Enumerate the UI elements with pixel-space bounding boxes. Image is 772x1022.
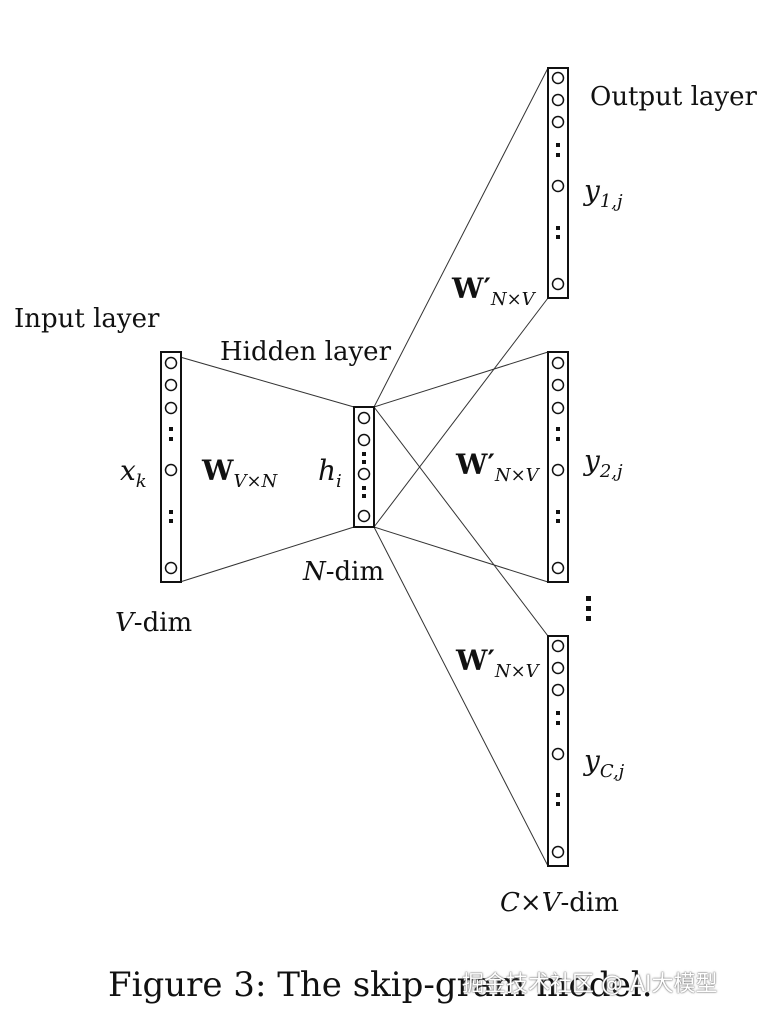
output-node bbox=[551, 661, 565, 675]
y2-label: y2,j bbox=[582, 444, 623, 482]
input-hidden-bottom-line bbox=[179, 526, 355, 583]
hidden-outc-top-line bbox=[373, 406, 549, 637]
y1-label: y1,j bbox=[582, 174, 623, 212]
input-hidden-top-line bbox=[179, 356, 355, 408]
w-output-label-2: W′N×V bbox=[455, 448, 541, 486]
output-node bbox=[551, 561, 565, 575]
output-node bbox=[551, 401, 565, 415]
w-output-label-c: W′N×V bbox=[455, 644, 541, 682]
input-node bbox=[164, 463, 178, 477]
hidden-layer-label: Hidden layer bbox=[220, 337, 392, 367]
output-node bbox=[551, 378, 565, 392]
hidden-node bbox=[357, 411, 371, 425]
output-node bbox=[551, 179, 565, 193]
hidden-out2-top-line bbox=[373, 351, 549, 408]
input-layer-column bbox=[160, 351, 182, 583]
hidden-node bbox=[357, 509, 371, 523]
output-node bbox=[551, 71, 565, 85]
output-node bbox=[551, 747, 565, 761]
output-node bbox=[551, 356, 565, 370]
x-k-label: xk bbox=[120, 454, 147, 492]
yc-label: yC,j bbox=[582, 744, 625, 782]
hidden-out1-top-line bbox=[373, 67, 549, 408]
hidden-outc-bottom-line bbox=[373, 526, 549, 867]
connection-lines bbox=[179, 67, 549, 867]
output-node bbox=[551, 277, 565, 291]
hidden-out2-bottom-line bbox=[373, 526, 549, 583]
input-node bbox=[164, 561, 178, 575]
n-dim-label: N-dim bbox=[302, 557, 384, 587]
v-dim-label: V-dim bbox=[115, 608, 192, 638]
output-node bbox=[551, 683, 565, 697]
w-input-label: WV×N bbox=[201, 454, 279, 492]
output-layer-1-column bbox=[547, 67, 569, 299]
h-i-label: hi bbox=[318, 454, 342, 492]
hidden-node bbox=[357, 433, 371, 447]
output-layer-c-column bbox=[547, 635, 569, 867]
output-node bbox=[551, 463, 565, 477]
input-node bbox=[164, 356, 178, 370]
output-layer-label: Output layer bbox=[590, 82, 758, 112]
output-node bbox=[551, 639, 565, 653]
input-node bbox=[164, 401, 178, 415]
figure-caption: Figure 3: The skip-gram model. bbox=[108, 965, 653, 1005]
hidden-out1-bottom-line bbox=[373, 297, 549, 528]
input-layer-label: Input layer bbox=[14, 304, 160, 334]
w-output-label-1: W′N×V bbox=[451, 272, 537, 310]
output-ellipsis bbox=[586, 596, 591, 621]
output-layer-2-column bbox=[547, 351, 569, 583]
output-node bbox=[551, 93, 565, 107]
output-node bbox=[551, 845, 565, 859]
watermark-text: 掘金技术社区 @ AI大模型 bbox=[462, 972, 718, 997]
output-node bbox=[551, 115, 565, 129]
cv-dim-label: C×V-dim bbox=[500, 888, 619, 918]
input-node bbox=[164, 378, 178, 392]
hidden-node bbox=[357, 467, 371, 481]
hidden-layer-column bbox=[353, 406, 375, 528]
